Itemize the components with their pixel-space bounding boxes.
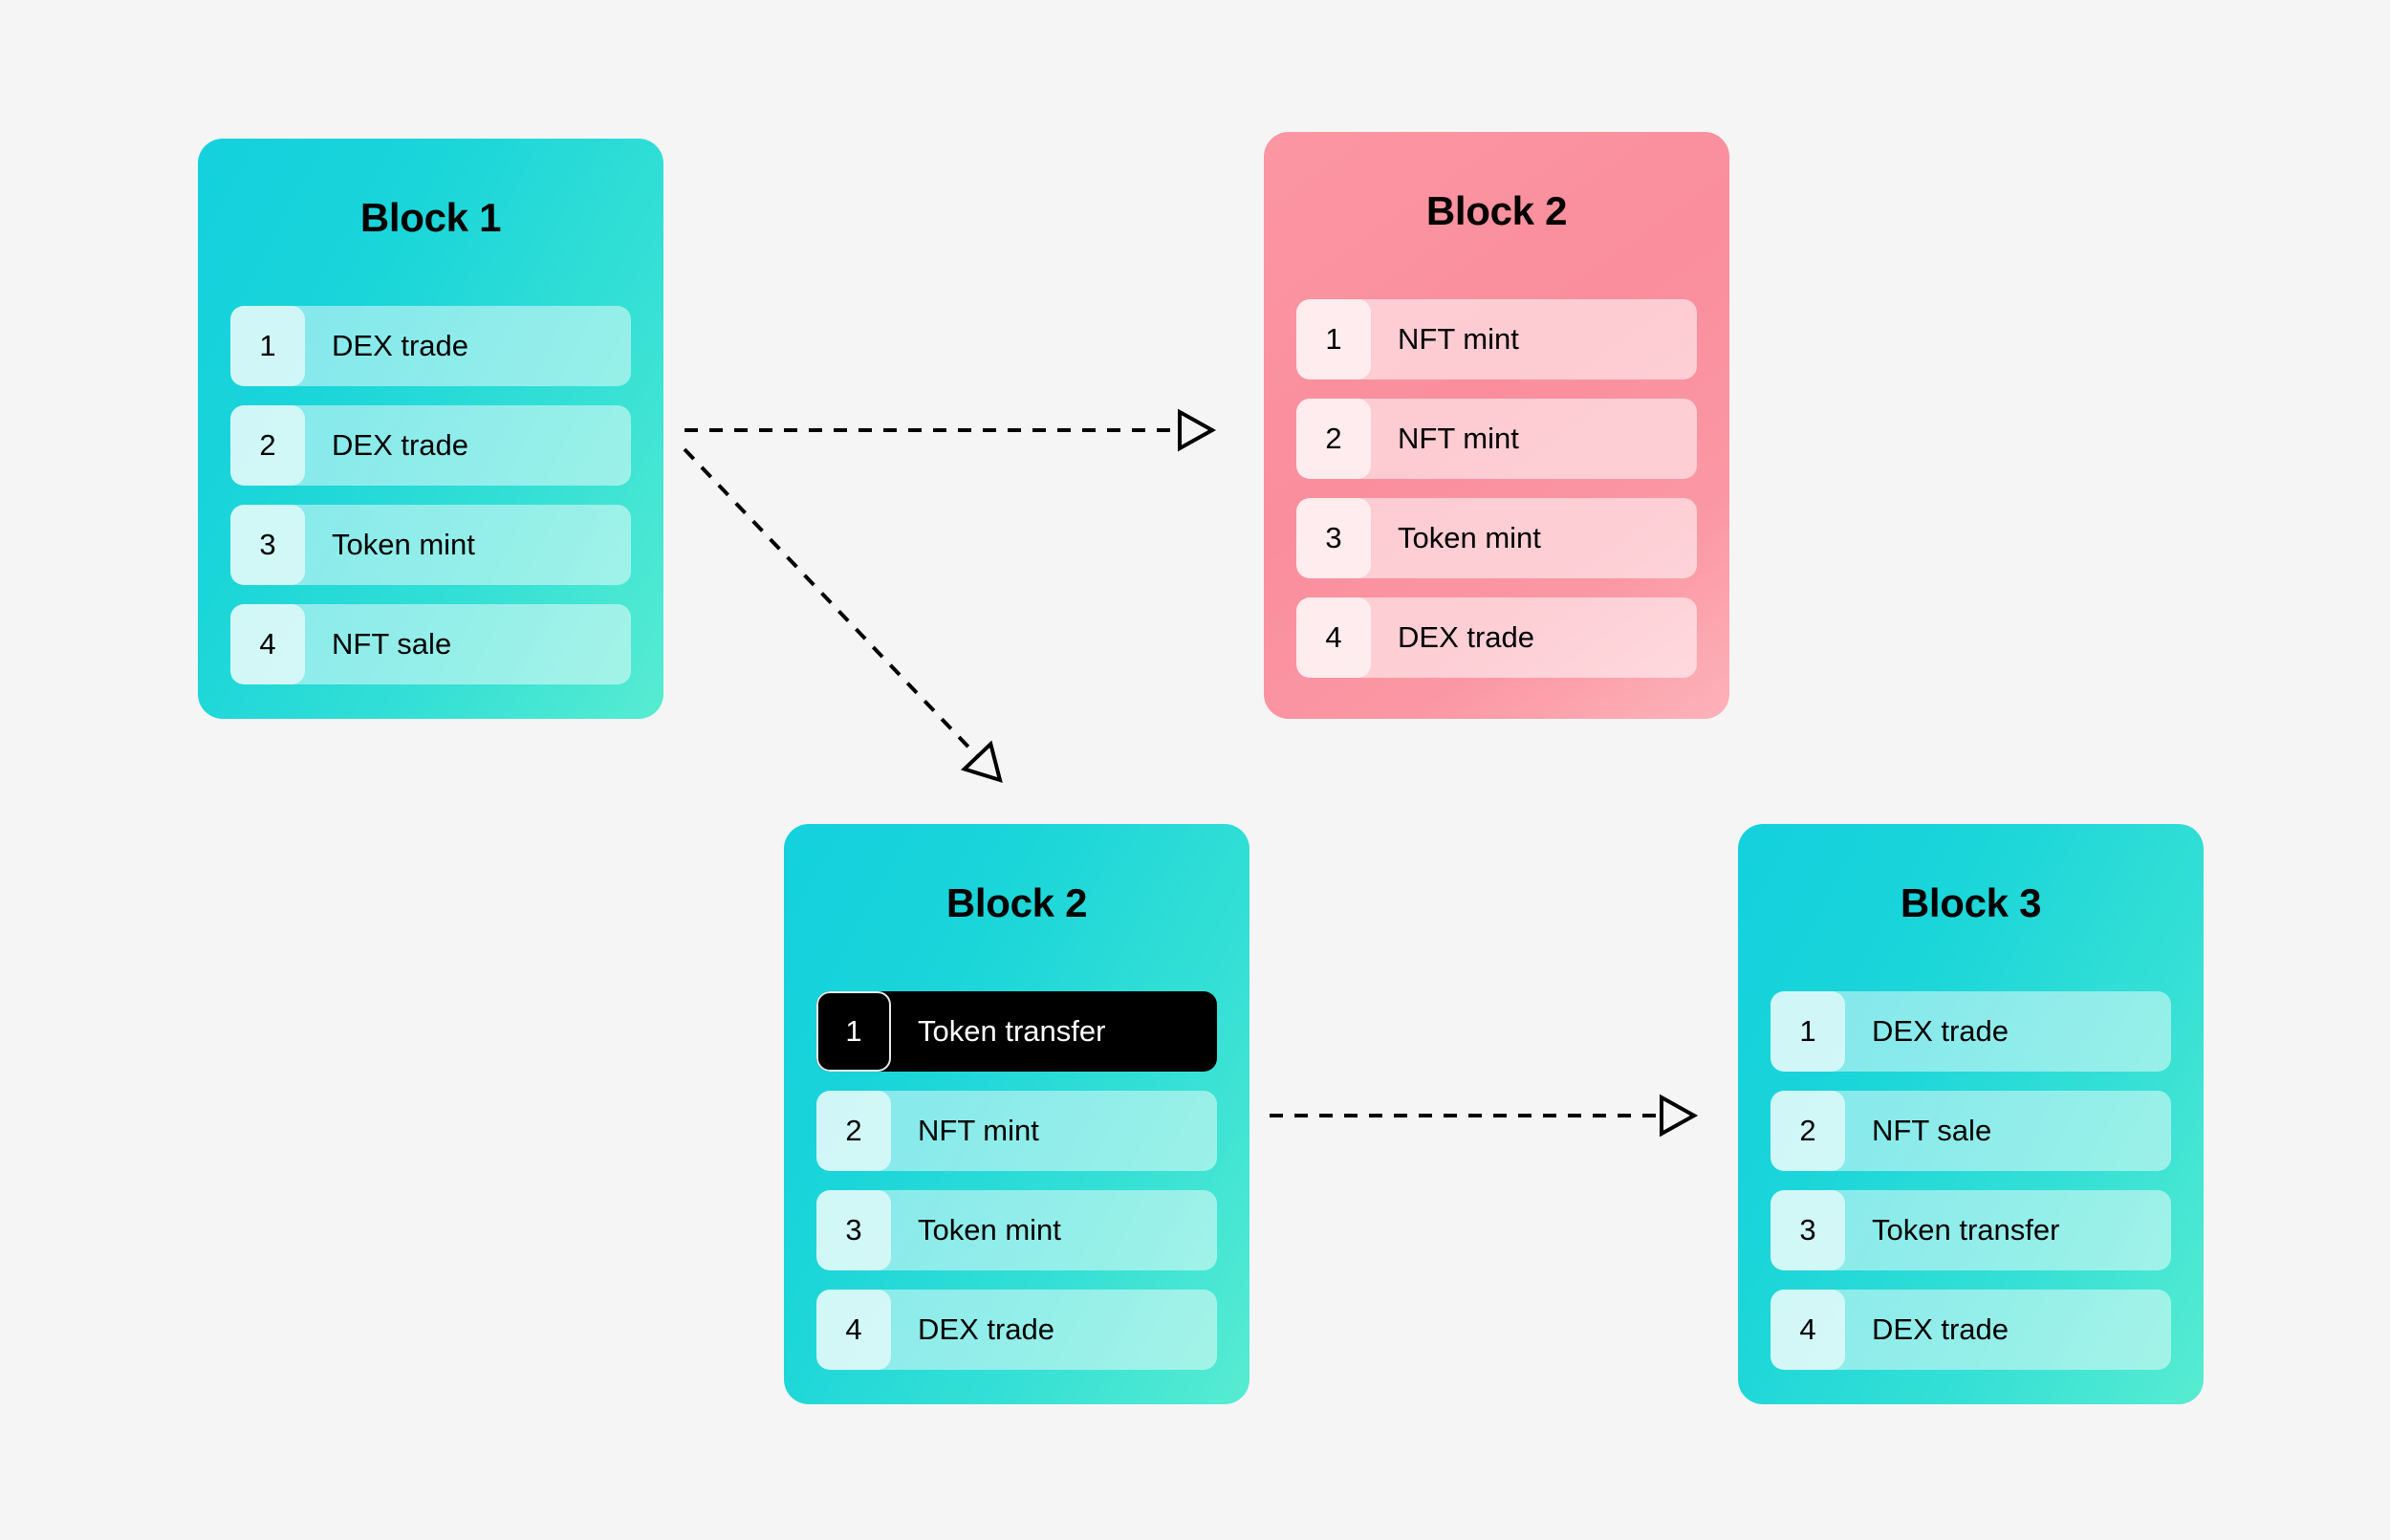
transaction-row[interactable]: 1 NFT mint [1296, 299, 1697, 380]
transaction-index-badge: 2 [816, 1091, 891, 1171]
transaction-index-badge: 4 [1296, 597, 1371, 678]
transaction-index-badge: 4 [816, 1290, 891, 1370]
transaction-row[interactable]: 4 NFT sale [230, 604, 631, 684]
transaction-label: DEX trade [332, 329, 469, 362]
transaction-label: Token transfer [1872, 1213, 2060, 1247]
transaction-row-highlighted[interactable]: 1 Token transfer [816, 991, 1217, 1072]
transaction-row[interactable]: 3 Token transfer [1771, 1190, 2171, 1270]
transaction-label: Token transfer [918, 1014, 1106, 1048]
transaction-row[interactable]: 2 NFT mint [1296, 399, 1697, 479]
transaction-row[interactable]: 4 DEX trade [1296, 597, 1697, 678]
transaction-index-badge: 2 [1771, 1091, 1845, 1171]
transaction-row[interactable]: 2 NFT sale [1771, 1091, 2171, 1171]
transaction-index-badge: 1 [1771, 991, 1845, 1072]
block-card-block-2-canonical[interactable]: Block 2 1 Token transfer 2 NFT mint 3 Token mi… [784, 824, 1249, 1404]
arrow-block1-to-block2-canonical-arrowhead [960, 740, 1003, 783]
transaction-label: NFT mint [1398, 322, 1519, 356]
transaction-label: NFT sale [1872, 1114, 1992, 1147]
transaction-label: DEX trade [332, 428, 469, 462]
transaction-index-badge: 3 [1296, 498, 1371, 578]
transaction-row[interactable]: 4 DEX trade [816, 1290, 1217, 1370]
transaction-row[interactable]: 3 Token mint [230, 505, 631, 585]
transaction-label: NFT mint [918, 1114, 1039, 1147]
block-title: Block 2 [1425, 188, 1568, 233]
transaction-label: DEX trade [918, 1312, 1055, 1346]
transaction-row[interactable]: 4 DEX trade [1771, 1290, 2171, 1370]
transaction-row[interactable]: 2 NFT mint [816, 1091, 1217, 1171]
transaction-label: DEX trade [1872, 1312, 2010, 1346]
transaction-index-badge: 4 [230, 604, 305, 684]
transaction-index-badge: 3 [230, 505, 305, 585]
transaction-label: DEX trade [1398, 620, 1535, 654]
transaction-label: Token mint [332, 528, 475, 561]
transaction-index-badge: 1 [1296, 299, 1371, 380]
transaction-index-badge: 2 [230, 405, 305, 486]
block-title: Block 1 [359, 195, 502, 240]
block-title: Block 3 [1900, 880, 2042, 925]
arrow-block2-canonical-to-block3-arrowhead [1660, 1094, 1699, 1138]
arrow-block1-to-block2-discarded-arrowhead [1178, 408, 1217, 452]
transaction-label: Token mint [1398, 521, 1541, 554]
transaction-index-badge: 1 [230, 306, 305, 386]
transaction-index-badge: 4 [1771, 1290, 1845, 1370]
transaction-label: NFT sale [332, 627, 452, 661]
transaction-index-badge: 1 [816, 991, 891, 1072]
transaction-row[interactable]: 3 Token mint [816, 1190, 1217, 1270]
transaction-index-badge: 3 [1771, 1190, 1845, 1270]
arrow-block1-to-block2-canonical-line [683, 447, 979, 758]
transaction-row[interactable]: 2 DEX trade [230, 405, 631, 486]
transaction-label: NFT mint [1398, 422, 1519, 455]
transaction-row[interactable]: 3 Token mint [1296, 498, 1697, 578]
transaction-row[interactable]: 1 DEX trade [230, 306, 631, 386]
transaction-label: Token mint [918, 1213, 1061, 1247]
transaction-row[interactable]: 1 DEX trade [1771, 991, 2171, 1072]
transaction-list: 1 Token transfer 2 NFT mint 3 Token mint 4 DEX … [816, 991, 1217, 1370]
block-title: Block 2 [945, 880, 1088, 925]
transaction-label: DEX trade [1872, 1014, 2010, 1048]
transaction-index-badge: 2 [1296, 399, 1371, 479]
transaction-index-badge: 3 [816, 1190, 891, 1270]
